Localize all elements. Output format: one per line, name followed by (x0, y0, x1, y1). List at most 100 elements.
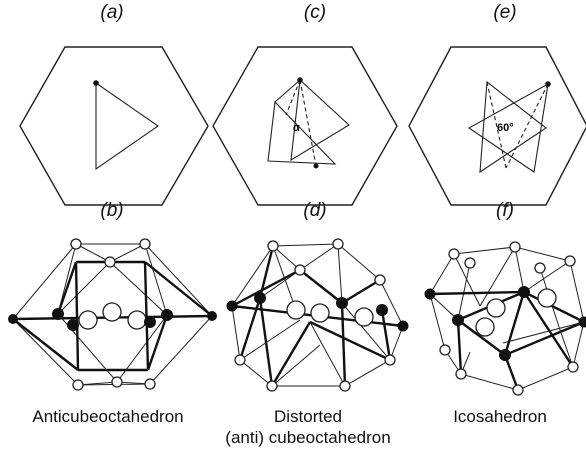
bond-edge (75, 243, 111, 263)
hexagon-a (19, 46, 209, 206)
bond-edge (144, 243, 168, 316)
triangle-e-down (467, 82, 549, 173)
caption-distorted-line1: Distorted (273, 407, 343, 426)
bond-edge (337, 243, 343, 304)
bond-edge (517, 366, 574, 391)
atom (127, 310, 147, 330)
bond-edge (144, 243, 213, 317)
bond-edge (522, 291, 575, 368)
bond-edge (299, 269, 343, 304)
atom (294, 264, 306, 276)
dashed-line-c2 (285, 79, 301, 116)
bond-edge (77, 381, 118, 386)
angle-label-c: α (293, 122, 300, 134)
vertex-dot-c (297, 77, 303, 83)
diagram-c: α (212, 46, 398, 206)
bond-edge (231, 305, 241, 361)
polyhedron-b (8, 238, 217, 391)
atom (72, 379, 84, 391)
atom (139, 238, 151, 250)
bond-edge (231, 245, 274, 307)
bond-edge (149, 315, 213, 385)
atom (226, 300, 238, 312)
bond-edge (559, 329, 574, 368)
atom (332, 238, 344, 250)
atom (161, 309, 173, 321)
caption-distorted-line2: (anti) cubeoctahedron (225, 428, 391, 447)
atom (455, 368, 467, 380)
atom (286, 300, 306, 320)
bond-edge (344, 359, 391, 387)
atom (564, 255, 576, 267)
atom (486, 298, 506, 318)
bond-edge (456, 319, 463, 375)
bond-edge (429, 293, 446, 351)
atom (397, 320, 409, 332)
vertex-dot-a (93, 80, 99, 86)
atom (78, 310, 98, 330)
bond-edge (379, 279, 404, 327)
atom (102, 302, 122, 322)
bond-edge (144, 261, 213, 317)
bond-edge (479, 246, 516, 307)
atom (144, 316, 156, 328)
atom (234, 354, 246, 366)
bond-edge (299, 243, 339, 271)
bond-edge (12, 318, 79, 386)
bond-edge (503, 291, 526, 356)
atom (267, 240, 279, 252)
atom (339, 380, 351, 392)
dashed-line-e1 (505, 83, 549, 169)
atom (310, 303, 330, 323)
bond-edge (341, 302, 391, 361)
atom (439, 344, 451, 356)
bond-edge (429, 290, 525, 296)
bond-edge (572, 321, 585, 368)
bond-edge (309, 320, 391, 362)
atom (424, 288, 436, 300)
panel-label-a: (a) (100, 2, 124, 23)
bond-edge (239, 359, 273, 387)
bond-edge (271, 344, 321, 387)
bond-edge (457, 319, 506, 356)
bond-edge (523, 260, 571, 293)
atom (104, 256, 116, 268)
bond-edge (453, 253, 481, 307)
bond-edge (337, 243, 381, 281)
bond-edge (389, 325, 404, 361)
caption-anticubeoctahedron: Anticubeoctahedron (32, 407, 184, 426)
atom (464, 257, 476, 269)
atom (52, 308, 64, 320)
atom (537, 288, 557, 308)
atom (254, 292, 266, 304)
dashed-line-e2 (486, 81, 507, 169)
triangle-c-back (267, 100, 337, 165)
bond-edge (502, 321, 585, 344)
polyhedron-f (424, 241, 586, 396)
panel-label-c: (c) (303, 2, 327, 23)
atom (509, 241, 521, 253)
bond-edge (57, 261, 111, 315)
bond-edge (460, 373, 519, 391)
atom (144, 378, 156, 390)
atom (567, 361, 579, 373)
atom (475, 317, 495, 337)
bond-edge (272, 243, 339, 247)
atom (384, 354, 396, 366)
vertex-dot-e (545, 81, 551, 87)
bond-edge (503, 354, 520, 391)
triangle-a (95, 81, 159, 171)
bond-edge (514, 246, 571, 262)
bond-edge (429, 253, 455, 295)
triangle-c-front (290, 78, 350, 162)
atom (448, 248, 460, 260)
atom (518, 286, 530, 298)
bond-edge (258, 297, 274, 387)
bond-edge (569, 260, 585, 323)
bond-edge (109, 243, 146, 263)
bond-edge (504, 320, 585, 357)
edge-c-extra (274, 79, 301, 103)
bond-edge (429, 293, 459, 321)
dashed-line-c1 (299, 79, 317, 167)
atom (336, 297, 348, 309)
